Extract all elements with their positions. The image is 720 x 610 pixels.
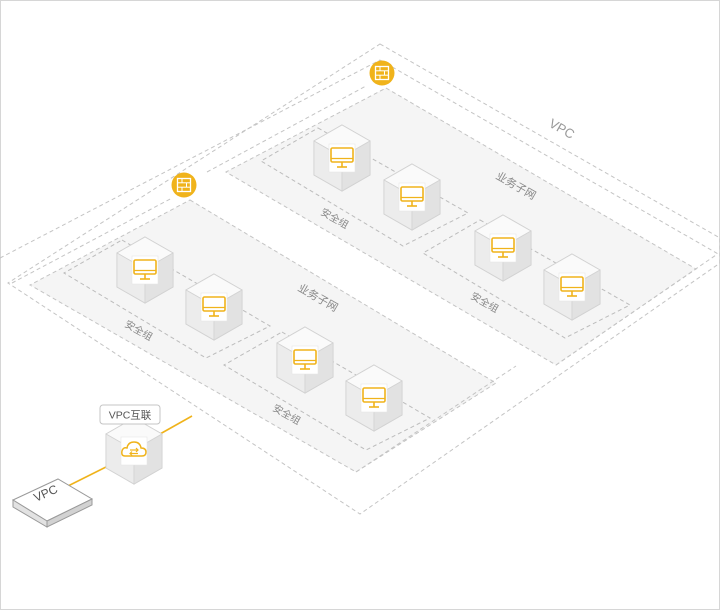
subnet-edge — [555, 254, 717, 366]
subnet-edge — [206, 85, 367, 173]
subnet-edge — [355, 365, 517, 473]
peering-connection-line — [67, 465, 109, 487]
firewall-icon — [368, 59, 396, 87]
external-vpc[interactable]: VPC — [11, 478, 94, 528]
peering-connection-line — [159, 415, 193, 435]
vpc-peering-label: VPC互联 — [99, 404, 161, 425]
firewall-icon — [170, 171, 198, 199]
subnet-edge — [11, 197, 173, 284]
vpc-inner-track — [379, 59, 720, 256]
vpc-peering-node[interactable] — [105, 417, 163, 485]
cloud-exchange-icon — [121, 441, 147, 457]
vpc-inner-track-left — [0, 59, 381, 259]
vpc-peering-label-text: VPC互联 — [109, 410, 152, 422]
vpc-label: VPC — [547, 116, 578, 142]
